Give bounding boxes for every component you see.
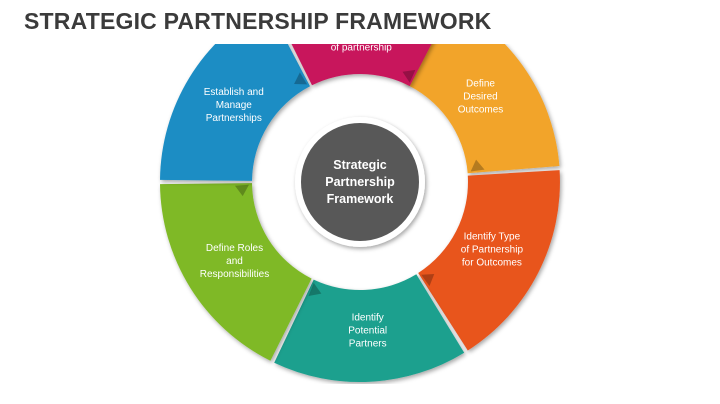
center-label-line: Partnership (325, 175, 395, 189)
segment-shape (403, 44, 560, 174)
center-circle (295, 117, 425, 247)
segment-label-line: Identify Type (464, 232, 521, 243)
segment-shape (274, 274, 465, 383)
segment-label-line: Define (466, 79, 495, 90)
segment-shape (160, 44, 310, 181)
page-title: STRATEGIC PARTNERSHIP FRAMEWORK (24, 8, 492, 34)
segment-label-line: Responsibilities (200, 269, 269, 280)
segment-label-line: Identify (352, 312, 384, 323)
segment-arrow-marker (308, 283, 322, 297)
segment-identify-type-of-partnership: Identify Type of Partnership for Outcomes (418, 170, 560, 351)
segment-label-line: Manage (216, 100, 253, 111)
segment-label-line: Outcomes (458, 105, 504, 116)
segment-arrow-marker (421, 273, 435, 287)
segment-label: Identify Type of Partnership for Outcomes (461, 232, 524, 269)
segment-shape (160, 183, 312, 361)
center-label-line: Strategic (333, 158, 387, 172)
segment-label-line: Desired (463, 92, 497, 103)
segment-label-line: Partnerships (206, 113, 262, 124)
segment-shape (291, 44, 432, 87)
segment-label-line: Partners (349, 338, 387, 349)
segment-shape (418, 170, 560, 351)
segment-label-line: Define Roles (206, 243, 263, 254)
segment-label-line: of Partnership (461, 245, 524, 256)
segment-label-line: Effectiveness (332, 30, 391, 41)
segment-arrow-marker (402, 69, 416, 83)
segment-label-line: Establish and (204, 87, 264, 98)
segment-arrow-marker (294, 72, 308, 85)
center-label-line: Framework (327, 192, 394, 206)
segment-label-line: and (226, 256, 243, 267)
segment-label-line: for Outcomes (462, 258, 522, 269)
segment-label-line: Assess (345, 17, 377, 28)
segment-label-line: Potential (348, 325, 387, 336)
segment-arrow-marker (470, 159, 485, 172)
segment-arrow-marker (234, 184, 249, 197)
segment-label-line: of partnership (331, 43, 393, 54)
